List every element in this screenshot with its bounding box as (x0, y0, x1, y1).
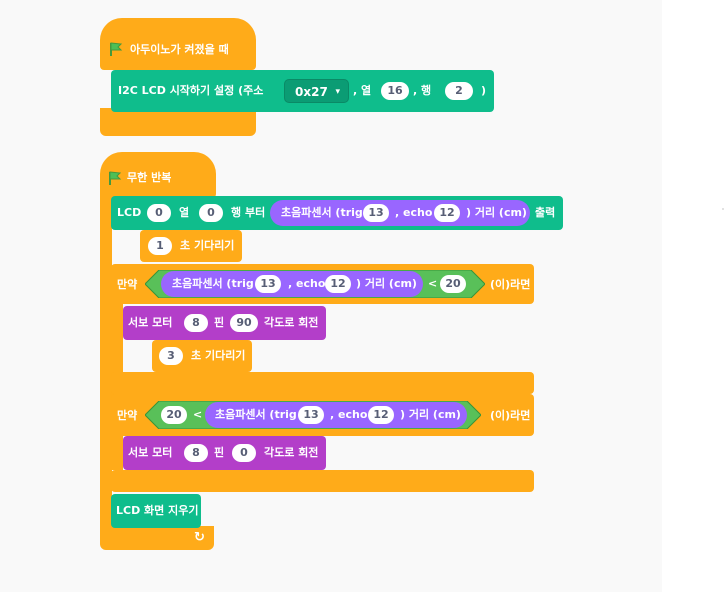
if-suffix: (이)라면 (490, 278, 531, 291)
servo-angle-input[interactable]: 90 (230, 314, 258, 332)
ultrasonic-reporter[interactable] (161, 271, 423, 297)
wait-seconds-input[interactable]: 1 (148, 237, 172, 255)
green-flag-icon (110, 42, 123, 56)
echo-input[interactable]: 12 (325, 275, 351, 293)
chevron-down-icon: ▾ (335, 87, 340, 97)
if-block-bottom (111, 470, 534, 492)
servo-suffix: 각도로 회전 (264, 316, 319, 329)
close-paren: ) (481, 84, 487, 97)
ultrasonic-reporter[interactable] (270, 200, 530, 226)
if-suffix: (이)라면 (490, 409, 531, 422)
row-label: , 행 (413, 84, 432, 97)
sensor-label: 초음파센서 (trig (281, 206, 363, 219)
less-than-operator: < (428, 277, 438, 290)
row-input[interactable]: 2 (445, 82, 473, 100)
wait-label: 초 기다리기 (191, 349, 246, 362)
col-input[interactable]: 16 (381, 82, 409, 100)
pin-label: 핀 (214, 446, 225, 459)
lcd-clear-label: LCD 화면 지우기 (116, 504, 199, 517)
trig-input[interactable]: 13 (255, 275, 281, 293)
servo-pin-input[interactable]: 8 (184, 314, 208, 332)
lcd-init-label: I2C LCD 시작하기 설정 (주소 (118, 84, 264, 97)
address-value: 0x27 (295, 85, 328, 99)
servo-label: 서보 모터 (128, 446, 173, 459)
distance-unit: ) 거리 (cm) (356, 277, 417, 290)
forever-loop-arm (100, 190, 112, 530)
col-label: , 열 (353, 84, 372, 97)
when-arduino-starts-hat-block[interactable] (100, 18, 256, 70)
pin-label: 핀 (214, 316, 225, 329)
loop-arrow-icon: ↻ (194, 530, 205, 545)
hat-label: 아두이노가 켜졌을 때 (130, 43, 229, 56)
lcd-col-input[interactable]: 0 (147, 204, 171, 222)
less-than-operator: < (193, 408, 203, 421)
lcd-row-label: 행 부터 (231, 206, 266, 219)
forever-loop-bottom (100, 526, 214, 550)
servo-angle-input[interactable]: 0 (232, 444, 256, 462)
threshold-input[interactable]: 20 (161, 406, 187, 424)
right-edge-area (662, 0, 726, 592)
servo-rotate-block[interactable] (123, 436, 326, 470)
ultrasonic-reporter[interactable] (205, 402, 467, 428)
distance-unit: ) 거리 (cm) (400, 408, 461, 421)
echo-label: , echo (288, 277, 326, 290)
echo-label: , echo (330, 408, 368, 421)
echo-input[interactable]: 12 (368, 406, 394, 424)
servo-rotate-block[interactable] (123, 306, 326, 340)
wait-seconds-input[interactable]: 3 (159, 347, 183, 365)
green-flag-icon (109, 171, 122, 185)
threshold-input[interactable]: 20 (440, 275, 466, 293)
sensor-label: 초음파센서 (trig (172, 277, 254, 290)
lcd-row-input[interactable]: 0 (199, 204, 223, 222)
forever-label: 무한 반복 (127, 171, 172, 184)
servo-suffix: 각도로 회전 (264, 446, 319, 459)
forever-hat-block[interactable] (100, 152, 216, 198)
lcd-clear-block[interactable] (111, 494, 201, 528)
distance-unit: ) 거리 (cm) (466, 206, 527, 219)
output-label: 출력 (535, 206, 556, 219)
scroll-indicator (722, 208, 724, 210)
servo-label: 서보 모터 (128, 316, 173, 329)
lcd-col-label: 열 (179, 206, 190, 219)
if-block-arm (111, 430, 123, 470)
script-end-cap (100, 108, 256, 136)
trig-input[interactable]: 13 (363, 204, 389, 222)
echo-input[interactable]: 12 (434, 204, 460, 222)
sensor-label: 초음파센서 (trig (215, 408, 297, 421)
address-dropdown[interactable]: 0x27 ▾ (284, 79, 349, 103)
if-block-bottom (111, 372, 534, 394)
echo-label: , echo (395, 206, 433, 219)
lcd-print-label: LCD (117, 206, 142, 219)
servo-pin-input[interactable]: 8 (184, 444, 208, 462)
trig-input[interactable]: 13 (298, 406, 324, 424)
wait-label: 초 기다리기 (180, 239, 235, 252)
if-label: 만약 (117, 409, 138, 422)
if-label: 만약 (117, 278, 138, 291)
